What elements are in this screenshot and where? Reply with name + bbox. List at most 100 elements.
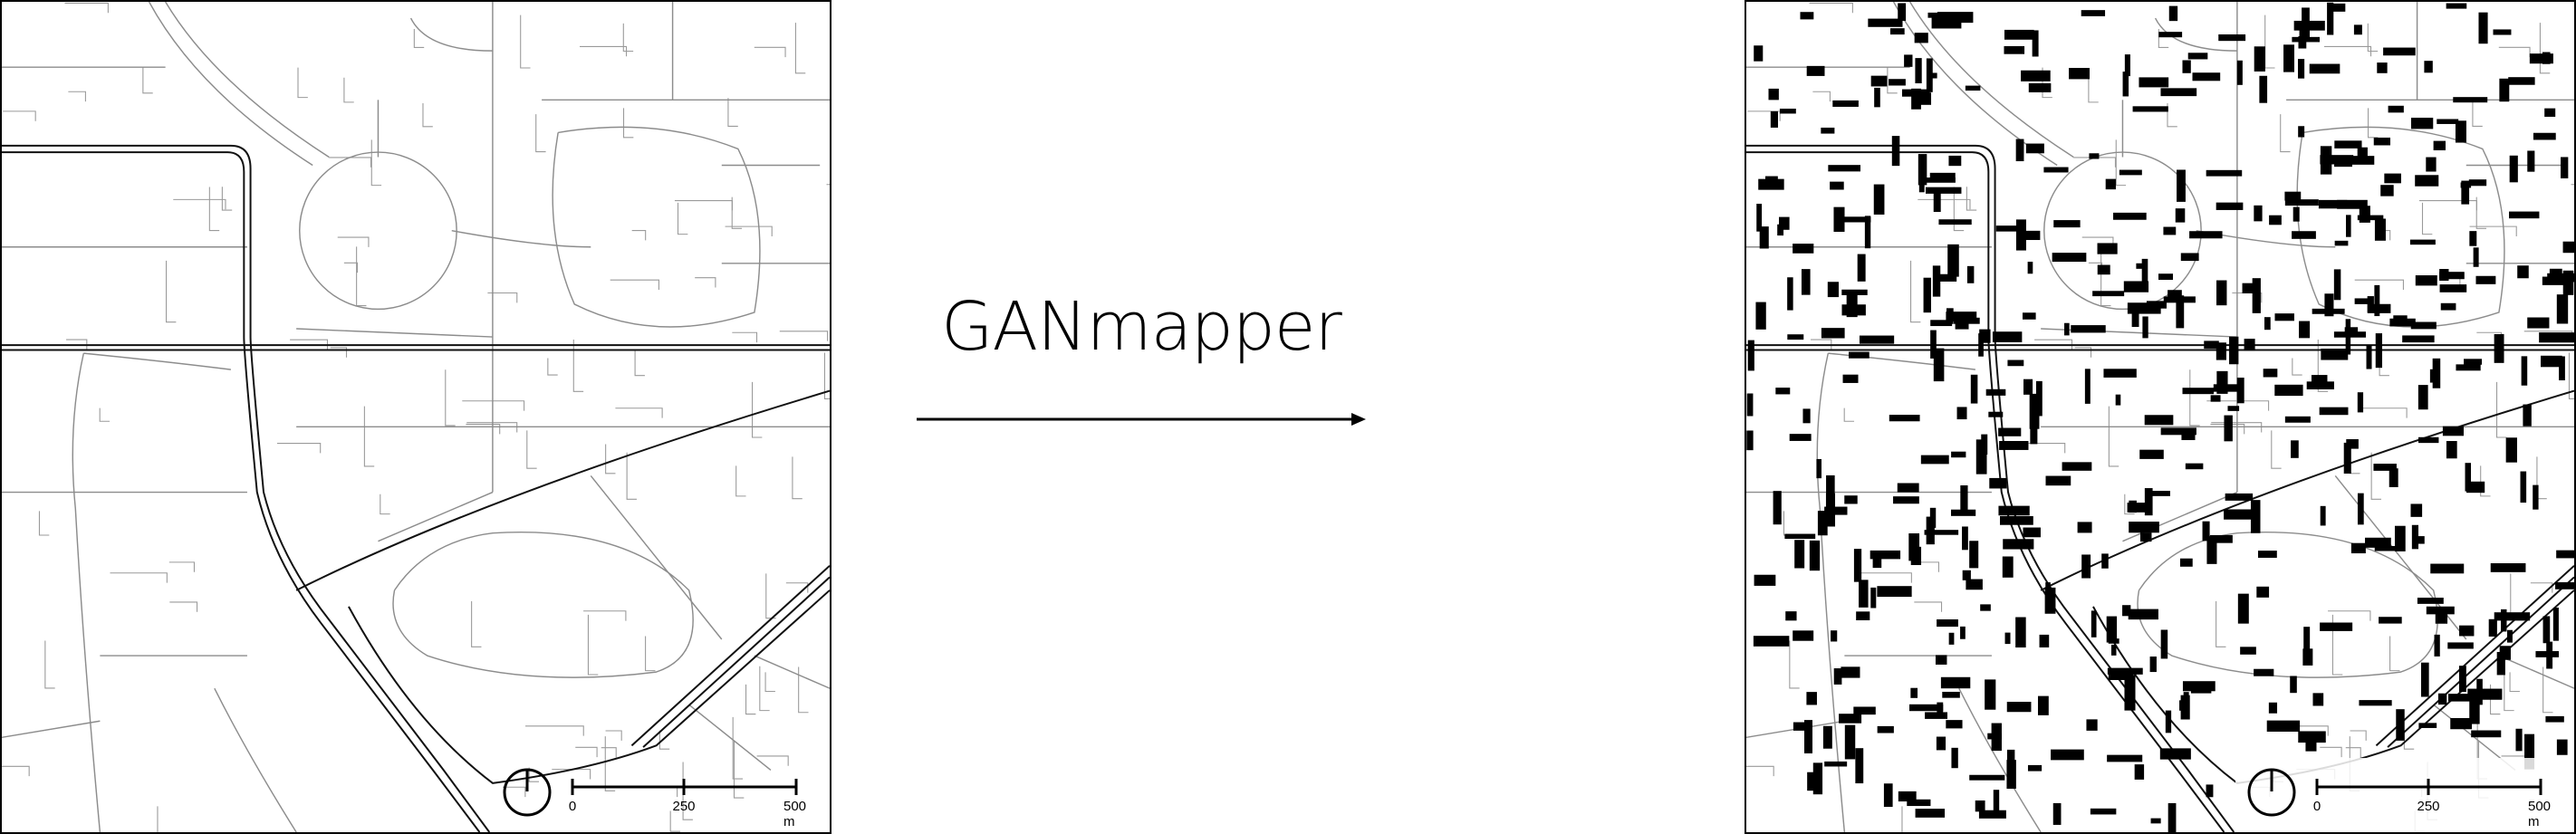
building-footprint: [2254, 668, 2274, 676]
minor-street: [169, 601, 198, 612]
building-footprint: [1978, 810, 2006, 819]
building-footprint: [2071, 325, 2106, 333]
minor-street: [2367, 23, 2379, 53]
building-footprint: [1800, 12, 1814, 20]
building-footprint: [2051, 749, 2084, 761]
minor-street: [2469, 225, 2517, 236]
minor-street: [525, 725, 584, 736]
building-footprint: [2250, 500, 2261, 533]
building-footprint: [1785, 611, 1797, 621]
minor-street: [572, 339, 584, 392]
building-footprint: [2107, 754, 2143, 762]
building-footprint: [2123, 281, 2149, 292]
building-footprint: [2163, 226, 2177, 235]
building-footprint: [2379, 617, 2402, 624]
building-footprint: [1844, 724, 1856, 760]
building-footprint: [1978, 333, 1984, 357]
minor-street: [794, 23, 806, 74]
building-footprint: [2097, 264, 2110, 275]
building-footprint: [1844, 495, 1858, 504]
building-footprint: [2015, 139, 2024, 162]
building-footprint: [2209, 534, 2233, 543]
minor-street: [2367, 108, 2379, 139]
building-footprint: [1969, 541, 1979, 569]
building-footprint: [2488, 618, 2497, 637]
street: [552, 126, 761, 328]
building-footprint: [1951, 451, 1966, 458]
minor-street: [735, 465, 746, 497]
building-footprint: [2134, 764, 2145, 780]
building-footprint: [2179, 558, 2193, 567]
building-footprint: [1889, 415, 1920, 422]
minor-street: [580, 45, 628, 57]
building-footprint: [1914, 33, 1928, 43]
minor-street: [765, 573, 776, 619]
minor-street: [466, 422, 518, 433]
building-footprint: [1970, 374, 1978, 404]
minor-street: [605, 730, 622, 741]
building-footprint: [1746, 393, 1754, 417]
building-footprint: [1806, 65, 1825, 76]
building-footprint: [2190, 683, 2212, 694]
building-footprint: [1955, 321, 1969, 330]
building-footprint: [2269, 215, 2282, 225]
building-footprint: [2182, 60, 2191, 73]
minor-street: [535, 114, 546, 153]
minor-street: [343, 77, 354, 103]
street: [1828, 352, 1975, 370]
building-footprint: [2006, 749, 2015, 769]
minor-street: [297, 67, 308, 99]
building-footprint: [2509, 211, 2540, 219]
minor-street: [64, 2, 109, 14]
minor-street: [2271, 430, 2282, 469]
minor-street: [745, 684, 756, 715]
building-footprint: [2103, 369, 2137, 378]
minor-street: [2542, 666, 2553, 714]
minor-street: [2530, 582, 2553, 593]
minor-street: [329, 157, 372, 168]
minor-street: [38, 511, 50, 536]
minor-street: [604, 736, 616, 791]
building-footprint: [1777, 224, 1784, 236]
building-footprint: [2128, 609, 2158, 620]
building-footprint: [2359, 700, 2392, 706]
building-footprint: [1942, 691, 1960, 698]
minor-street: [1811, 339, 1832, 350]
building-footprint: [1803, 720, 1813, 753]
building-footprint: [1948, 155, 1962, 167]
street: [1958, 687, 2042, 832]
minor-street: [731, 197, 743, 229]
right-arrow-icon: [917, 413, 1366, 426]
building-footprint: [2415, 175, 2439, 187]
building-footprint: [1877, 725, 1894, 733]
building-footprint: [2475, 275, 2496, 284]
building-footprint: [2216, 280, 2227, 306]
building-footprint: [1992, 331, 2023, 342]
street: [590, 475, 723, 640]
building-footprint: [1872, 553, 1882, 569]
building-footprint: [2043, 167, 2069, 173]
building-footprint: [2440, 302, 2456, 311]
minor-street: [2210, 424, 2245, 435]
minor-street: [110, 572, 168, 583]
building-footprint: [2505, 437, 2517, 463]
building-footprint: [2357, 493, 2364, 525]
minor-street: [645, 636, 656, 672]
minor-street: [823, 352, 830, 399]
minor-street: [380, 494, 390, 515]
minor-street: [547, 358, 558, 376]
building-footprint: [1930, 330, 1937, 359]
building-footprint: [1856, 611, 1870, 620]
building-footprint: [1909, 704, 1944, 712]
minor-street: [2360, 407, 2408, 418]
building-footprint: [2562, 241, 2574, 254]
building-footprint: [2345, 319, 2351, 355]
building-footprint: [1946, 312, 1977, 322]
building-footprint: [1821, 328, 1845, 339]
building-footprint: [1960, 484, 1968, 513]
building-footprint: [2542, 616, 2551, 644]
building-footprint: [2240, 647, 2256, 655]
building-footprint: [1841, 304, 1866, 316]
minor-street: [1854, 572, 1912, 583]
building-footprint: [1793, 722, 1810, 731]
